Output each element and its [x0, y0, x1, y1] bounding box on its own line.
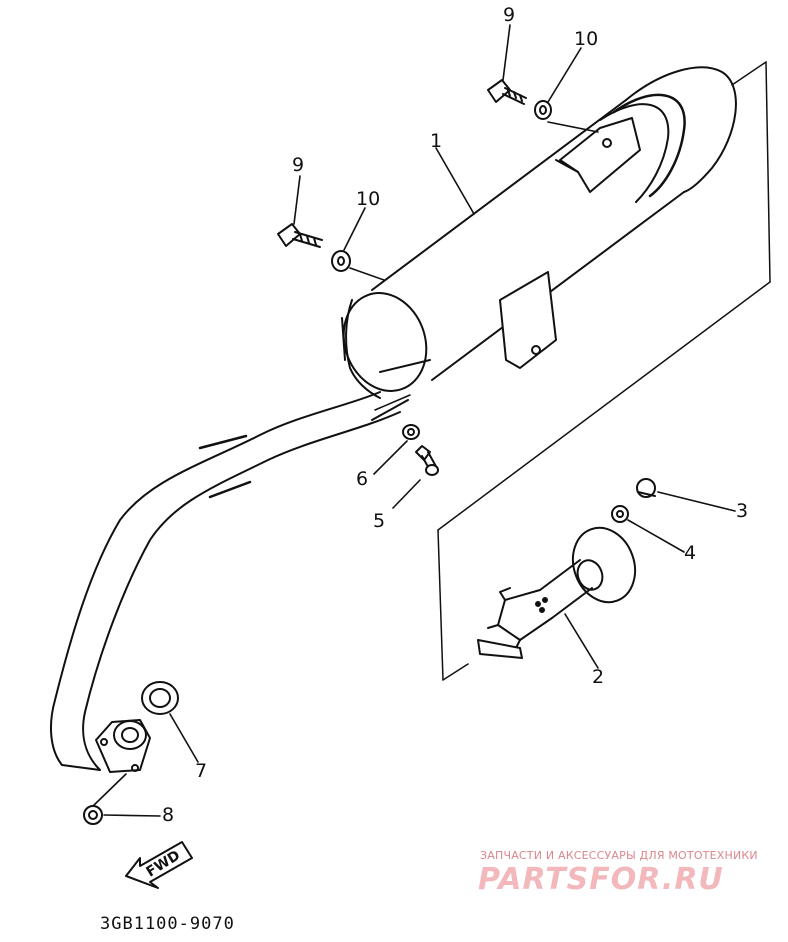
- muffler: [341, 66, 737, 399]
- part-label-7: 7: [195, 760, 208, 782]
- part-label-4: 4: [684, 542, 697, 564]
- bolt-9-upper: [487, 79, 527, 105]
- washer-4: [611, 505, 629, 523]
- part-label-10-upper: 10: [574, 28, 599, 50]
- part-label-6: 6: [356, 468, 369, 490]
- exhaust-pipe: [50, 359, 431, 771]
- drawing-code: 3GB1100-9070: [100, 914, 235, 934]
- part-label-5: 5: [373, 510, 386, 532]
- part-label-8: 8: [162, 804, 175, 826]
- part-label-9-upper: 9: [503, 4, 516, 26]
- pipe-flange: [95, 719, 151, 773]
- watermark-caption: ЗАПЧАСТИ И АКСЕССУАРЫ ДЛЯ МОТОТЕХНИКИ: [480, 849, 758, 862]
- washer-10-lower: [331, 250, 351, 272]
- bolt-9-lower: [277, 223, 323, 248]
- part-label-1: 1: [430, 130, 443, 152]
- gasket-7: [141, 681, 179, 715]
- part-label-3: 3: [736, 500, 749, 522]
- bolt-3: [636, 478, 656, 498]
- washer-10-upper: [534, 100, 552, 120]
- assembly-outline: [437, 61, 771, 681]
- bolt-5: [415, 445, 439, 476]
- washer-6: [402, 424, 420, 440]
- leader-lines: [92, 24, 736, 817]
- part-label-2: 2: [592, 666, 605, 688]
- watermark-logo: PARTSFOR.RU: [478, 862, 724, 897]
- spark-arrester: [477, 526, 637, 659]
- nut-8: [83, 805, 103, 825]
- fwd-arrow: [125, 841, 193, 889]
- part-label-10-lower: 10: [356, 188, 381, 210]
- part-label-9-lower: 9: [292, 154, 305, 176]
